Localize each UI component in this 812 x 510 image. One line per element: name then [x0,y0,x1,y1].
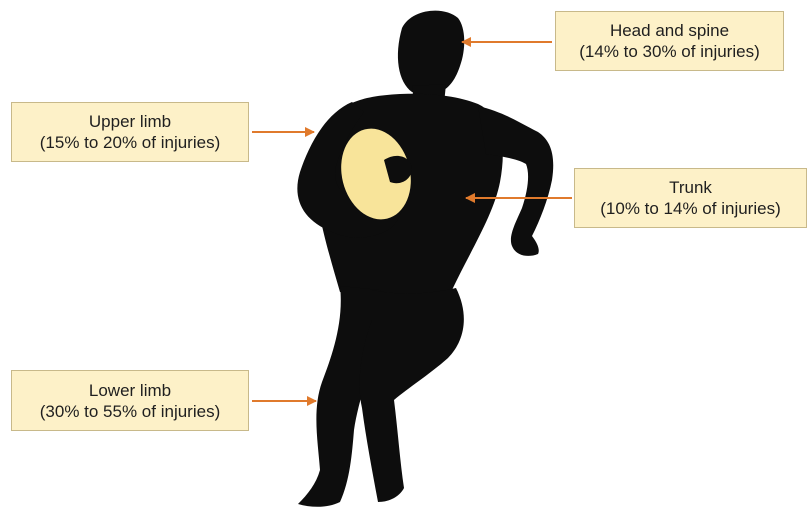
callout-upper-limb-range: (15% to 20% of injuries) [40,132,220,153]
callout-upper-limb: Upper limb (15% to 20% of injuries) [11,102,249,162]
player-front-leg [360,288,464,502]
callout-trunk-range: (10% to 14% of injuries) [600,198,780,219]
callout-head-and-spine: Head and spine (14% to 30% of injuries) [555,11,784,71]
callout-head-and-spine-title: Head and spine [610,20,729,41]
callout-upper-limb-title: Upper limb [89,111,171,132]
callout-lower-limb-range: (30% to 55% of injuries) [40,401,220,422]
callout-trunk-title: Trunk [669,177,712,198]
callout-lower-limb-title: Lower limb [89,380,171,401]
player-head [398,11,464,92]
callout-lower-limb: Lower limb (30% to 55% of injuries) [11,370,249,431]
callout-head-and-spine-range: (14% to 30% of injuries) [579,41,759,62]
callout-trunk: Trunk (10% to 14% of injuries) [574,168,807,228]
player-silhouette [297,11,553,507]
